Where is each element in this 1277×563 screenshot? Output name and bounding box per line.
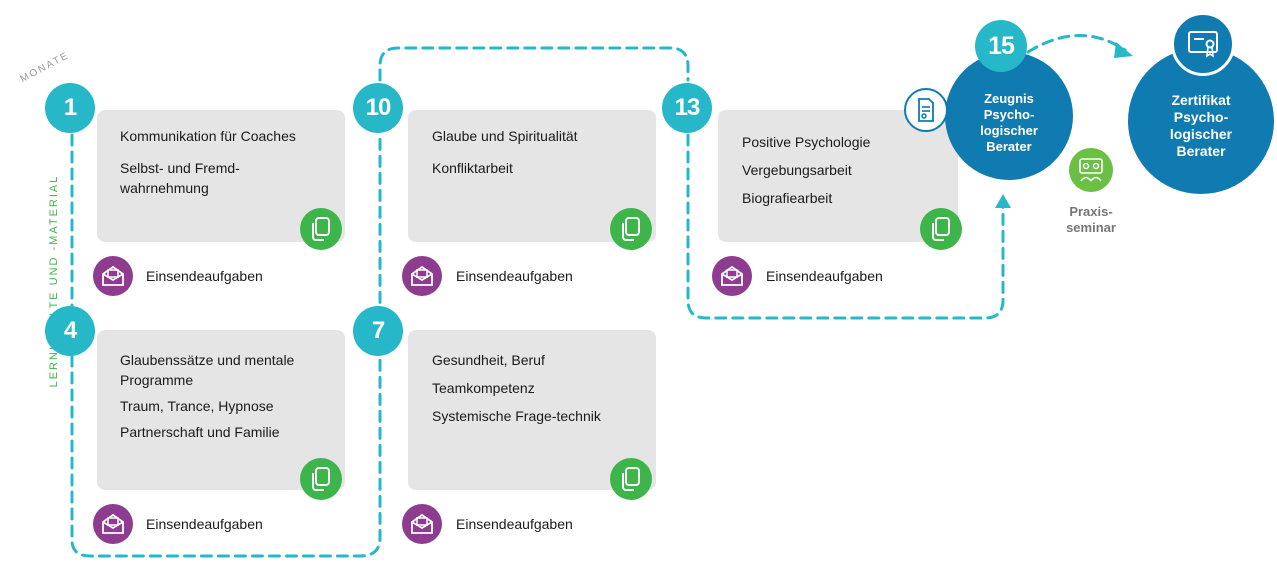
assignment-label: Einsendeaufgaben bbox=[766, 268, 883, 284]
module-1-item: Kommunikation für Coaches bbox=[120, 128, 296, 144]
month-badge-13: 13 bbox=[662, 83, 712, 133]
module-4-item: Glaubenssätze und mentale Programme bbox=[120, 352, 295, 388]
module-4-item: Traum, Trance, Hypnose bbox=[120, 398, 274, 414]
material-document-icon bbox=[920, 208, 962, 250]
module-1-content: Kommunikation für Coaches Selbst- und Fr… bbox=[120, 126, 320, 210]
seminar-group-icon bbox=[1069, 148, 1113, 192]
path-left-loop bbox=[70, 133, 382, 558]
zeugnis-circle: Zeugnis Psycho- logischer Berater bbox=[945, 52, 1073, 180]
envelope-icon bbox=[712, 256, 752, 296]
module-10-content: Glaube und Spiritualität Konfliktarbeit bbox=[432, 126, 632, 190]
side-label: LERNINHALTE UND -MATERIAL bbox=[48, 174, 60, 388]
module-13-item: Positive Psychologie bbox=[742, 134, 871, 150]
module-4-box bbox=[97, 330, 345, 490]
module-13-box bbox=[718, 110, 958, 242]
zeugnis-label: Zeugnis Psycho- logischer Berater bbox=[980, 91, 1038, 154]
module-13-content: Positive Psychologie Vergebungsarbeit Bi… bbox=[742, 132, 942, 216]
material-document-icon bbox=[300, 458, 342, 500]
certificate-icon bbox=[1171, 12, 1235, 76]
path-13-15 bbox=[686, 133, 1005, 320]
module-7-box bbox=[408, 330, 656, 490]
assignment-label: Einsendeaufgaben bbox=[456, 268, 573, 284]
material-document-icon bbox=[610, 458, 652, 500]
assignment-label: Einsendeaufgaben bbox=[456, 516, 573, 532]
month-badge-4: 4 bbox=[45, 306, 95, 356]
module-10-item: Glaube und Spiritualität bbox=[432, 128, 578, 144]
envelope-icon bbox=[402, 504, 442, 544]
envelope-icon bbox=[93, 504, 133, 544]
module-7-content: Gesundheit, Beruf Teamkompetenz Systemis… bbox=[432, 350, 632, 434]
path-10-13 bbox=[378, 46, 690, 82]
zertifikat-label: Zertifikat Psycho- logischer Berater bbox=[1169, 92, 1233, 159]
month-badge-7: 7 bbox=[353, 306, 403, 356]
module-13-item: Biografiearbeit bbox=[742, 190, 833, 206]
assignment-label: Einsendeaufgaben bbox=[146, 268, 263, 284]
month-badge-1: 1 bbox=[45, 83, 95, 133]
module-13-item: Vergebungsarbeit bbox=[742, 162, 852, 178]
module-7-item: Teamkompetenz bbox=[432, 380, 535, 396]
month-badge-10: 10 bbox=[353, 83, 403, 133]
module-10-item: Konfliktarbeit bbox=[432, 160, 513, 176]
envelope-icon bbox=[402, 256, 442, 296]
module-7-item: Systemische Frage-technik bbox=[432, 408, 601, 424]
module-1-item: Selbst- und Fremd-wahrnehmung bbox=[120, 160, 240, 196]
month-badge-15: 15 bbox=[975, 20, 1027, 72]
assignment-label: Einsendeaufgaben bbox=[146, 516, 263, 532]
path-15-certificate bbox=[1026, 34, 1127, 54]
material-document-icon bbox=[300, 208, 342, 250]
arrow-head-right bbox=[1114, 42, 1133, 58]
envelope-icon bbox=[93, 256, 133, 296]
praxis-label: Praxis- seminar bbox=[1066, 204, 1116, 235]
certificate-document-icon bbox=[904, 88, 948, 132]
module-4-content: Glaubenssätze und mentale Programme Trau… bbox=[120, 350, 320, 448]
material-document-icon bbox=[610, 208, 652, 250]
arrow-head-up bbox=[995, 194, 1011, 208]
module-4-item: Partnerschaft und Familie bbox=[120, 424, 280, 440]
module-7-item: Gesundheit, Beruf bbox=[432, 352, 545, 368]
